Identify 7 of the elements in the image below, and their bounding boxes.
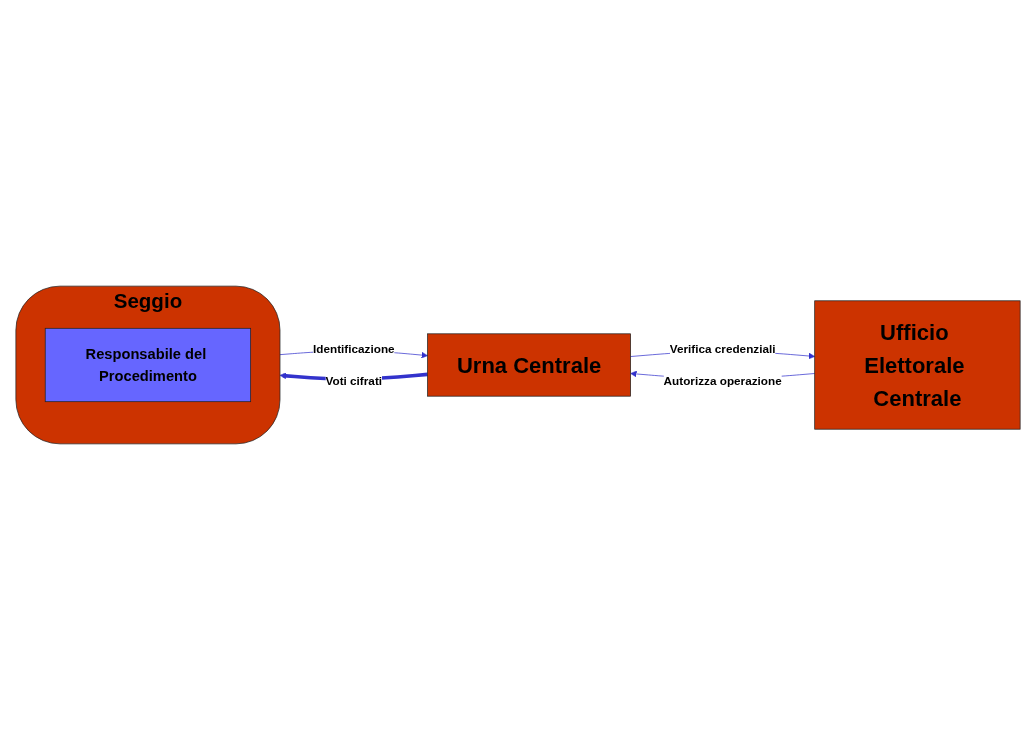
- node-box: Ufficio Elettorale Centrale: [814, 300, 1021, 430]
- edge-label: Autorizza operazione: [663, 374, 782, 388]
- edge-label: Voti cifrati: [325, 374, 383, 388]
- node-box: Urna Centrale: [427, 333, 631, 397]
- node-box: Responsabile del Procedimento: [44, 327, 251, 403]
- edge-label: Identificazione: [313, 342, 395, 355]
- edge-label: Verifica credenziali: [669, 342, 776, 355]
